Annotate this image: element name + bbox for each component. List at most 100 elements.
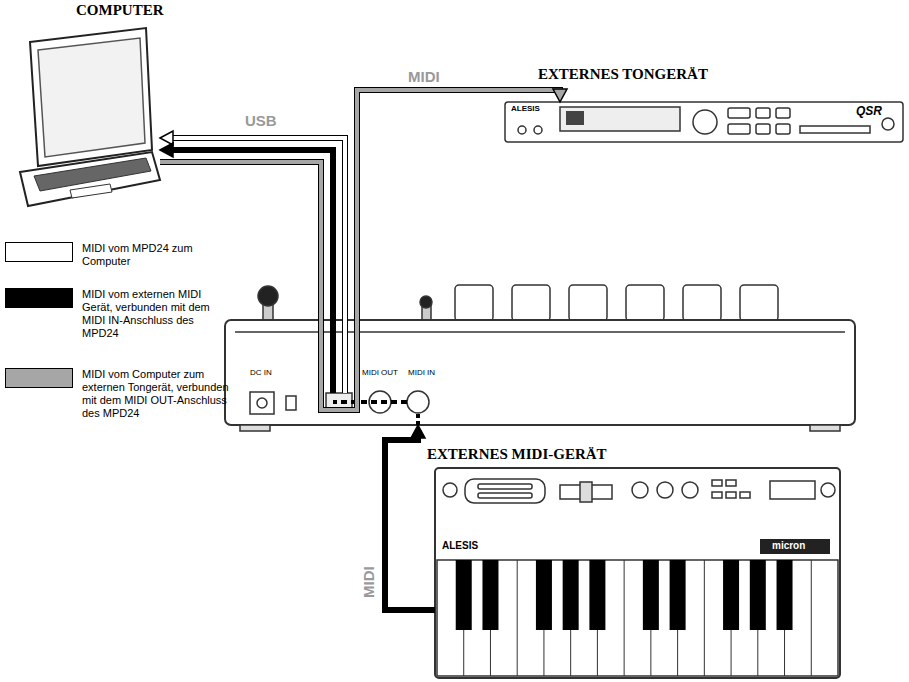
signal-label: USB (243, 112, 279, 129)
legend-text: MIDI vom externen MIDI Gerät, verbunden … (82, 288, 232, 340)
mpd24-drawing (240, 425, 270, 431)
brand-label: ALESIS (511, 104, 540, 113)
piano-keys (563, 560, 579, 630)
mpd24-drawing (407, 391, 429, 413)
mpd24-drawing (258, 286, 278, 306)
mpd24-drawing (512, 285, 550, 321)
signal-connector (160, 90, 560, 410)
computer-device: COMPUTER (18, 30, 160, 206)
keyboard-drawing (437, 560, 838, 676)
signal-connector (160, 131, 173, 145)
rack-module-drawing (505, 102, 903, 142)
keyboard-drawing (770, 481, 815, 499)
rack-module-drawing (505, 102, 903, 142)
laptop-drawing (70, 184, 112, 198)
brand-label: ALESIS (442, 540, 478, 551)
rack-module-drawing (728, 124, 750, 134)
sound-module-device: EXTERNES TONGERÄT (505, 102, 903, 142)
keyboard-drawing (443, 483, 457, 497)
rack-module-drawing (800, 126, 870, 133)
signal-label: MIDI (360, 564, 377, 600)
rack-module-drawing (693, 110, 717, 134)
brand-label: QSR (856, 104, 882, 118)
signal-connector (553, 89, 567, 102)
keyboard-drawing (657, 482, 673, 498)
piano-keys (517, 560, 518, 676)
keyboard-drawing (760, 539, 830, 554)
signal-connector (385, 436, 435, 610)
port-label: MIDI OUT (362, 368, 398, 377)
device-heading: COMPUTER (76, 2, 164, 19)
keyboard-drawing (821, 483, 835, 497)
laptop-drawing (20, 152, 160, 206)
keyboard-drawing (632, 482, 648, 498)
rack-module-drawing (882, 118, 894, 130)
legend-text: MIDI vom Computer zum externen Tongerät,… (82, 368, 232, 420)
keyboard-drawing (712, 480, 722, 486)
keyboard-drawing (435, 468, 840, 678)
keyboard-drawing (478, 493, 532, 498)
mpd24-drawing (257, 398, 267, 408)
keyboard-drawing (726, 492, 736, 498)
piano-keys (589, 560, 605, 630)
mpd24-drawing (326, 393, 352, 409)
keyboard-drawing (726, 480, 736, 486)
rack-module-drawing (560, 107, 680, 131)
laptop-drawing (34, 158, 151, 191)
piano-keys (723, 560, 739, 630)
keyboard-drawing (740, 492, 750, 498)
piano-keys (643, 560, 659, 630)
legend-entry: MIDI vom Computer zum externen Tongerät,… (5, 368, 232, 420)
rack-module-drawing (728, 108, 750, 118)
mpd24-drawing (420, 296, 432, 308)
piano-keys (811, 560, 812, 676)
signal-connector (160, 143, 173, 157)
internal-wires (333, 400, 407, 404)
legend-text: MIDI vom MPD24 zum Computer (82, 242, 232, 268)
legend-swatch (5, 242, 73, 262)
internal-wires (331, 320, 335, 393)
signal-connector (160, 89, 567, 410)
device-heading: EXTERNES TONGERÄT (538, 66, 708, 83)
rack-module-drawing (756, 124, 770, 134)
port-label: MIDI IN (408, 368, 435, 377)
legend-entry: MIDI vom MPD24 zum Computer (5, 242, 232, 268)
rack-module-drawing (756, 108, 770, 118)
laptop-drawing (38, 38, 145, 157)
keyboard-drawing (478, 484, 532, 489)
internal-wires (343, 320, 347, 393)
port-label: DC IN (250, 368, 272, 377)
rack-module-drawing (534, 126, 542, 134)
keyboard-drawing (465, 479, 545, 503)
laptop-drawing (20, 28, 160, 206)
piano-keys (456, 560, 472, 630)
midi-keyboard-device: EXTERNES MIDI-GERÄT (435, 468, 840, 678)
mpd24-drawing (455, 285, 493, 321)
keyboard-drawing (712, 492, 722, 498)
signal-connector (160, 90, 560, 410)
rack-module-drawing (776, 108, 790, 118)
mpd24-device: DC IN MIDI OUT MIDI IN (225, 320, 855, 425)
mpd24-drawing (683, 285, 721, 321)
brand-label: micron (772, 540, 805, 551)
internal-wires (342, 320, 348, 393)
mpd24-drawing (626, 285, 664, 321)
legend-swatch (5, 368, 73, 388)
laptop-drawing (30, 28, 152, 166)
signal-label: MIDI (406, 68, 442, 85)
piano-keys (624, 560, 625, 676)
rack-module-drawing (776, 124, 790, 134)
mpd24-drawing (235, 331, 845, 333)
mpd24-drawing (286, 396, 296, 410)
keyboard-drawing (435, 468, 840, 678)
rack-module-drawing (566, 111, 584, 125)
mpd24-drawing (740, 285, 778, 321)
piano-keys (777, 560, 793, 630)
piano-keys (670, 560, 686, 630)
piano-keys (704, 560, 705, 676)
mpd24-drawing (569, 285, 607, 321)
